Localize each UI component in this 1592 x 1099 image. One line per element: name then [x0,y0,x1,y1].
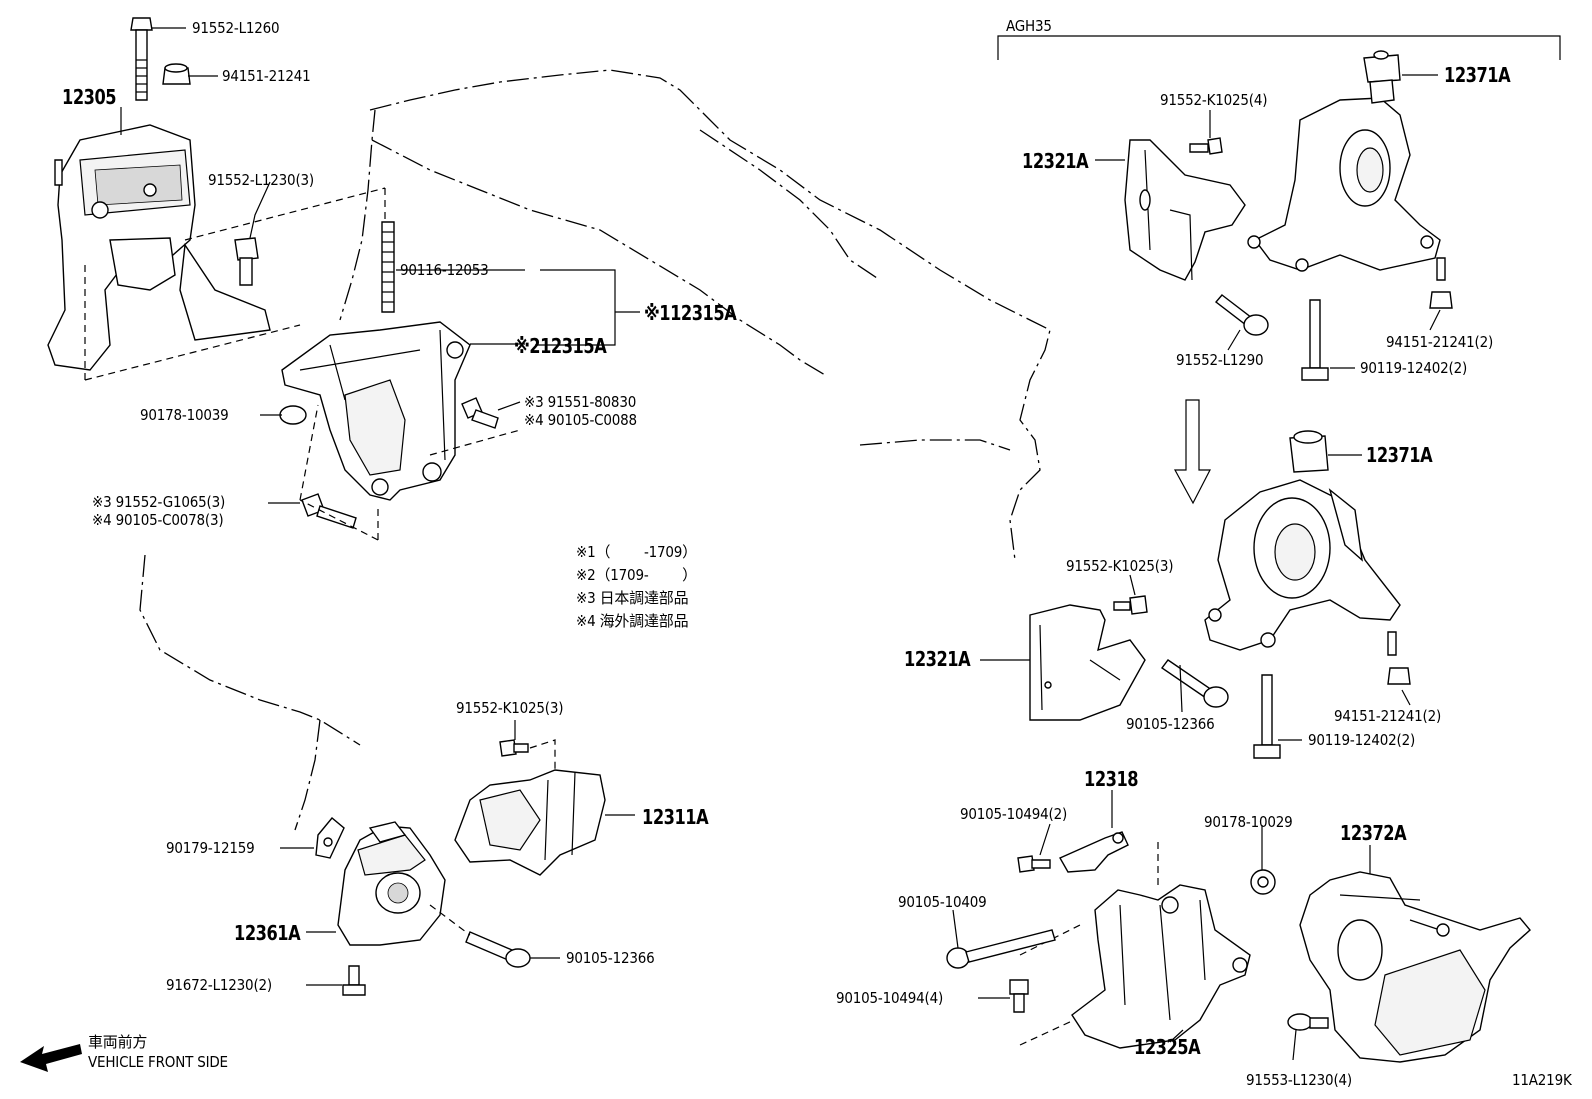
dashed-link-12366 [429,904,471,936]
bracket-12321A-top-drawing [1124,139,1246,281]
part-91552-L1260[interactable]: 91552-L1260 [192,19,280,37]
mount-12371A-top-drawing [1247,50,1441,272]
bracket-12325A-drawing [1071,884,1251,1049]
bolt-90105-12366-mid-drawing [1161,659,1229,708]
bolt-91552-L1290-drawing [1214,294,1269,336]
part-91552-G1065[interactable]: ※3 91552-G1065(3) [92,493,226,511]
part-12321A-top[interactable]: 12321A [1022,149,1089,173]
bolt-90105-12366-left-drawing [465,931,531,968]
part-90105-12366-mid[interactable]: 90105-12366 [1126,715,1215,733]
bolt-91553-L1230-drawing [1287,1013,1329,1031]
part-90116-12053[interactable]: 90116-12053 [400,261,489,279]
dashed-link-bolts-12315A [299,404,521,541]
mount-12372A-drawing [1299,871,1531,1063]
part-91552-K1025-4[interactable]: 91552-K1025(4) [1160,91,1268,109]
part-12305[interactable]: 12305 [62,85,117,109]
part-94151-21241-2-mid[interactable]: 94151-21241(2) [1334,707,1442,725]
diagram-id: 11A219K [1512,1071,1572,1089]
part-12315A-2[interactable]: ※212315A [514,334,607,358]
part-90105-10409[interactable]: 90105-10409 [898,893,987,911]
part-12325A[interactable]: 12325A [1134,1035,1201,1059]
dashed-link-12325A [1019,842,1159,1046]
part-91672-L1230[interactable]: 91672-L1230(2) [166,976,272,994]
part-12371A-top[interactable]: 12371A [1444,63,1511,87]
part-91552-K1025-3-mid[interactable]: 91552-K1025(3) [1066,557,1174,575]
vehicle-front-arrow-icon [20,1044,82,1072]
bolt-90119-12402-top-drawing [1301,299,1329,381]
part-12321A-mid[interactable]: 12321A [904,647,971,671]
bolt-90105-10409-drawing [946,929,1056,969]
mount-12371A-mid-drawing [1204,430,1401,651]
transition-arrow-icon [1173,399,1211,505]
part-90105-10494-4[interactable]: 90105-10494(4) [836,989,944,1007]
nut-94151-21241-drawing [162,63,191,85]
part-90179-12159-drawing [315,817,345,859]
bolt-91552-K1025-left-drawing [499,739,529,757]
part-12372A[interactable]: 12372A [1340,821,1407,845]
part-90119-12402-2-top[interactable]: 90119-12402(2) [1360,359,1468,377]
bracket-12318-drawing [1059,831,1129,873]
front-side-en: VEHICLE FRONT SIDE [88,1053,228,1071]
bolt-91552-K1025-top-drawing [1189,137,1223,155]
part-12311A[interactable]: 12311A [642,805,709,829]
part-12361A[interactable]: 12361A [234,921,301,945]
bracket-12315A-drawing [281,321,471,501]
front-side-jp: 車両前方 [88,1033,148,1051]
bolt-91552-L1230-drawing [234,237,259,286]
bolt-91672-L1230-drawing [342,965,366,996]
part-90178-10039[interactable]: 90178-10039 [140,406,229,424]
bolt-90119-12402-mid-drawing [1253,674,1281,759]
bolt-90105-10494-bottom-drawing [1009,979,1029,1013]
variant-bracket-line [997,35,1561,60]
bolt-91552-G1065-drawing [301,493,357,529]
part-90105-C0078[interactable]: ※4 90105-C0078(3) [92,511,224,529]
part-91552-K1025-left[interactable]: 91552-K1025(3) [456,699,564,717]
part-90119-12402-2-mid[interactable]: 90119-12402(2) [1308,731,1416,749]
part-90179-12159[interactable]: 90179-12159 [166,839,255,857]
part-12318[interactable]: 12318 [1084,767,1139,791]
bolt-91552-K1025-mid-drawing [1113,595,1148,615]
washer-90178-10029-drawing [1250,869,1276,895]
dashed-link-12305-12315A [84,187,386,381]
washer-90178-10039-drawing [279,405,307,425]
part-90105-12366-left[interactable]: 90105-12366 [566,949,655,967]
leader-lines [120,27,1441,1061]
dashed-link-12311A [529,739,556,770]
part-94151-21241-2-top[interactable]: 94151-21241(2) [1386,333,1494,351]
note-3: ※3 日本調達部品 [576,589,689,607]
part-12315A-1[interactable]: ※112315A [644,301,737,325]
part-12371A-mid[interactable]: 12371A [1366,443,1433,467]
engine-mount-12305-drawing [47,124,271,371]
bracket-12321A-mid-drawing [1029,604,1146,721]
part-91552-L1230-3[interactable]: 91552-L1230(3) [208,171,314,189]
note-1: ※1（ -1709） [576,543,697,561]
variant-label: AGH35 [1006,17,1052,35]
stud-90116-12053-drawing [381,221,395,313]
mount-12361A-drawing [337,821,446,946]
nut-94151-21241-top-drawing [1429,257,1453,309]
part-91551-80830[interactable]: ※3 91551-80830 [524,393,637,411]
engine-outline [139,69,1051,831]
bolt-91552-L1260-drawing [130,17,153,101]
note-2: ※2（1709- ） [576,566,697,584]
nut-94151-21241-mid-drawing [1387,631,1411,685]
part-90105-C0088[interactable]: ※4 90105-C0088 [524,411,637,429]
part-91552-L1290[interactable]: 91552-L1290 [1176,351,1264,369]
bolt-90105-10494-top-drawing [1017,855,1051,873]
bracket-12311A-drawing [454,769,606,876]
part-90105-10494-2[interactable]: 90105-10494(2) [960,805,1068,823]
part-90178-10029[interactable]: 90178-10029 [1204,813,1293,831]
bolt-91551-80830-drawing [461,397,499,429]
part-91553-L1230-4[interactable]: 91553-L1230(4) [1246,1071,1352,1089]
part-94151-21241[interactable]: 94151-21241 [222,67,311,85]
note-4: ※4 海外調達部品 [576,612,689,630]
